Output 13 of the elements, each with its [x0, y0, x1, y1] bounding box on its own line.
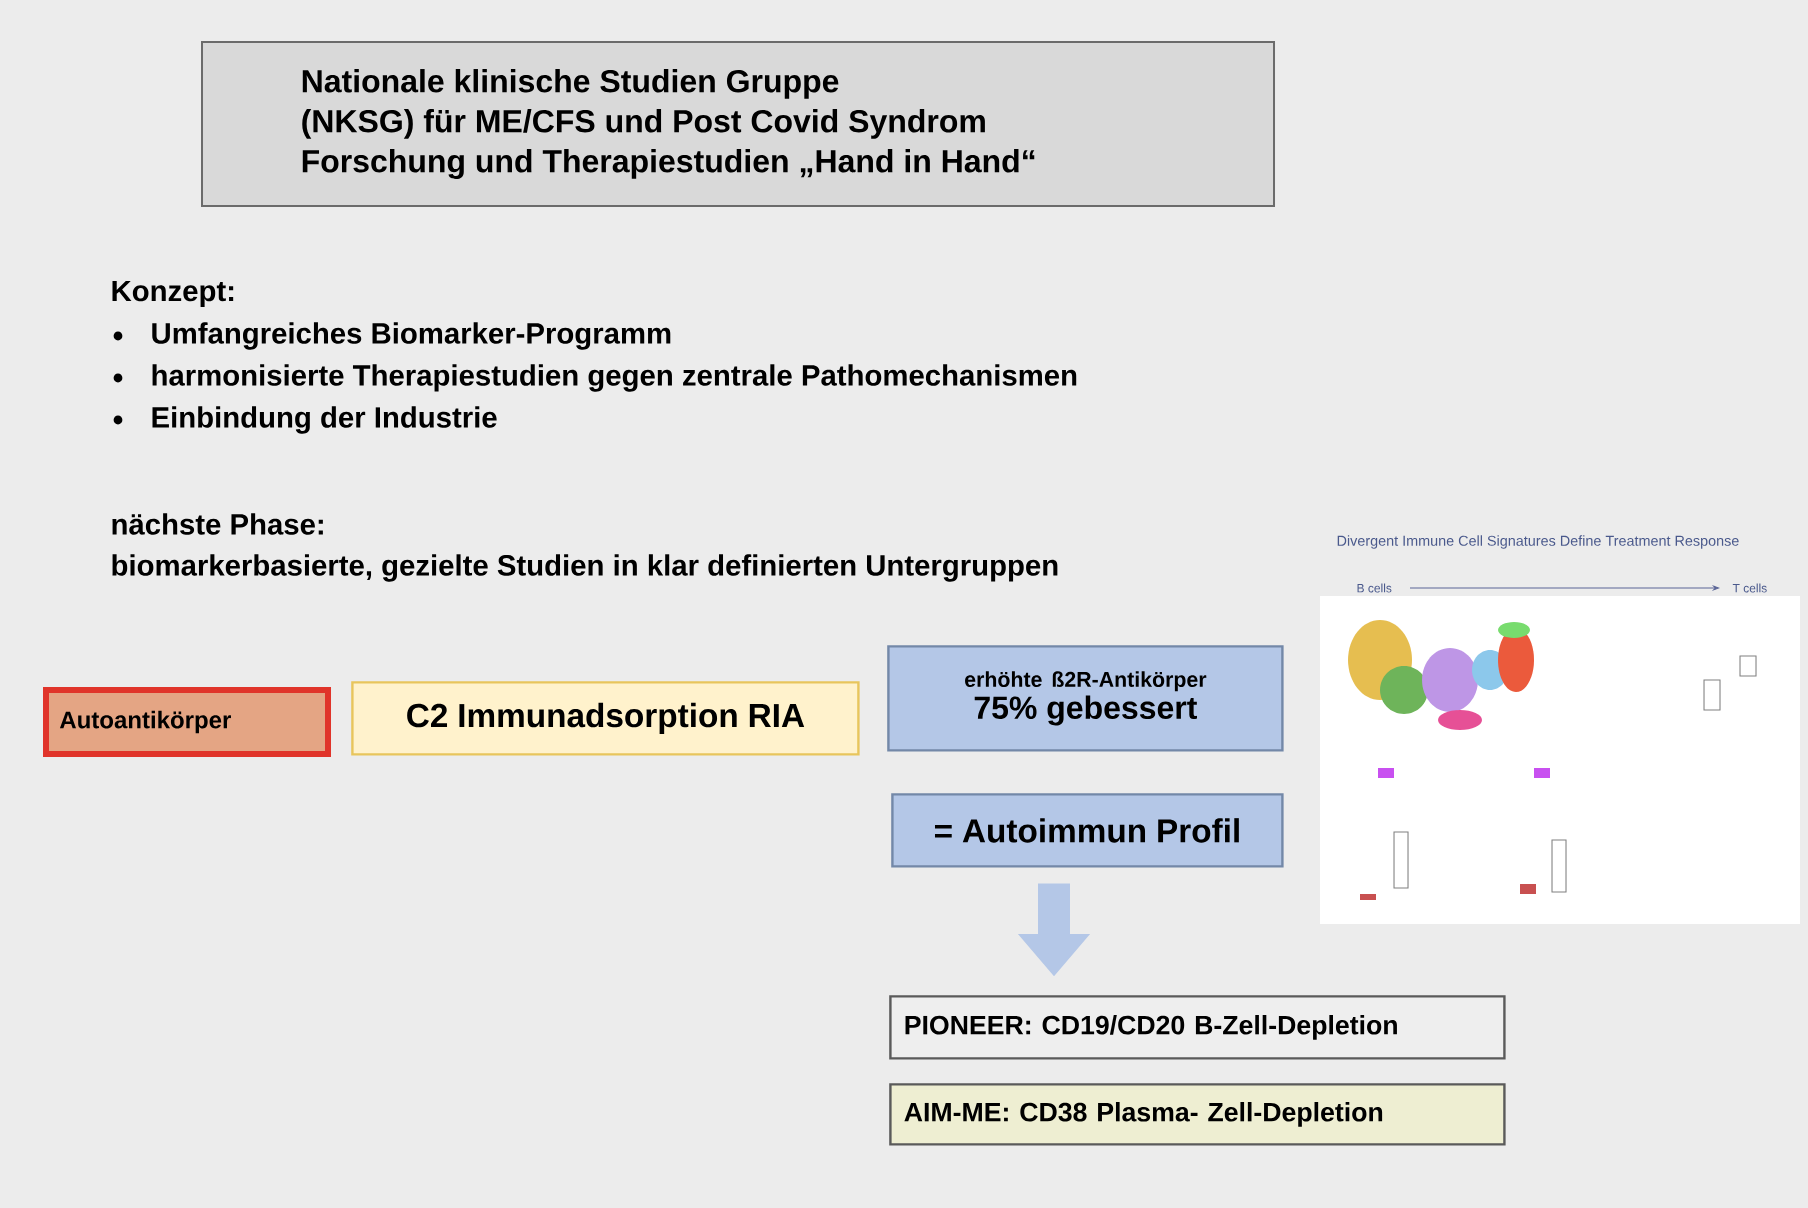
label: biomarkerbasierte, gezielte Studien in klar definierten Untergruppen: [112, 554, 1058, 582]
result-box: = Autoimmun Profil: [891, 793, 1284, 868]
title-box: Nationale klinische Studien Gruppe (NKSG) für ME/CFS und Post Covid Syndrom Forschung und Therapiestudien „Hand in Hand“: [201, 41, 1275, 207]
bullet-item: harmonisierte Therapiestudien gegen zentrale Pathomechanismen: [152, 364, 1077, 392]
label: Konzept:: [112, 280, 234, 308]
study-box: AIM-ME: CD38 Plasma- Zell-Depletion: [889, 1083, 1506, 1146]
study-box: PIONEER: CD19/CD20 B-Zell-Depletion: [889, 995, 1506, 1060]
result-box: erhöhte ß2R-Antikörper 75% gebessert: [887, 645, 1284, 752]
bullet-item: Umfangreiches Biomarker-Programm: [152, 322, 671, 350]
process-box: Autoantikörper: [43, 687, 331, 757]
process-box: C2 Immunadsorption RIA: [351, 681, 860, 756]
label: nächste Phase:: [112, 513, 323, 535]
bullet-item: Einbindung der Industrie: [152, 406, 497, 434]
